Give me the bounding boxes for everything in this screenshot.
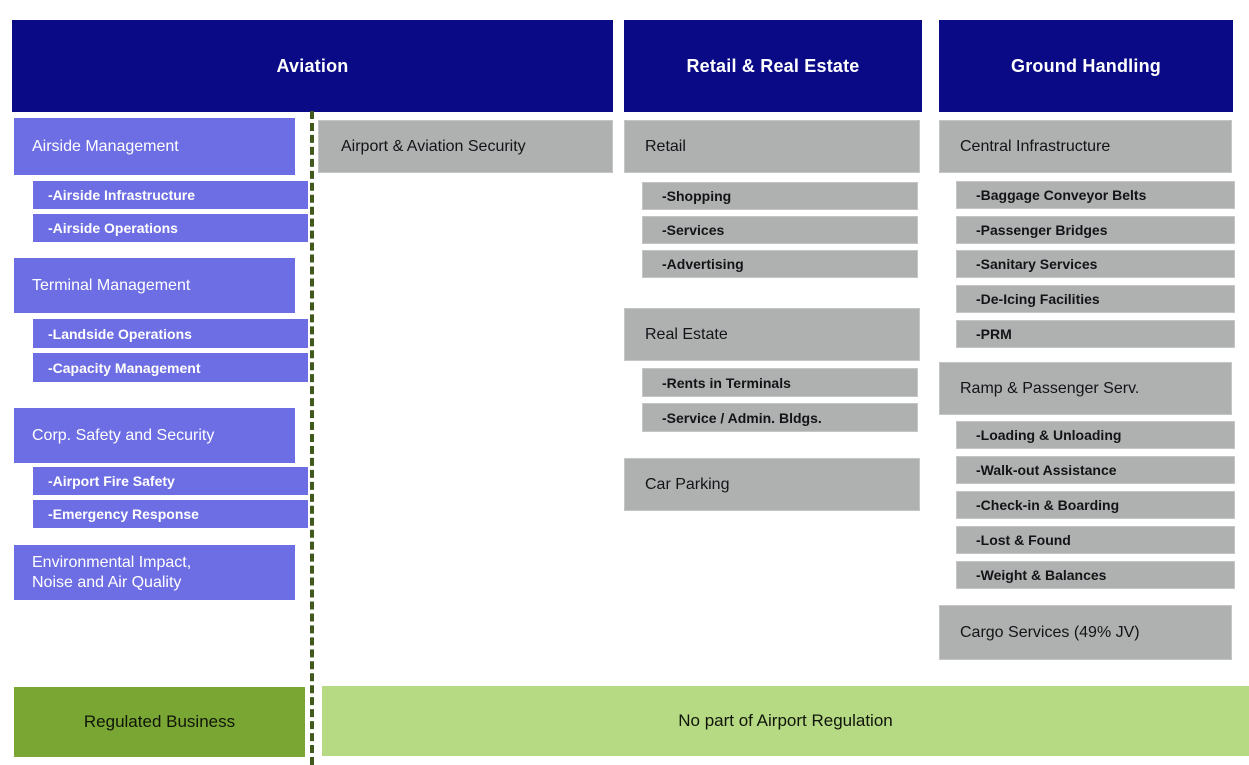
ground-handling-column: Central Infrastructure -Baggage Conveyor… xyxy=(939,120,1241,660)
sub-item-rents-in-terminals: -Rents in Terminals xyxy=(642,368,918,397)
category-box-real-estate: Real Estate xyxy=(624,308,920,361)
aviation-column-header: Aviation xyxy=(12,20,613,112)
sub-item-loading-unloading: -Loading & Unloading xyxy=(956,421,1235,449)
sub-item-service-admin-bldgs: -Service / Admin. Bldgs. xyxy=(642,403,918,432)
sub-item-emergency-response: -Emergency Response xyxy=(33,500,308,528)
sub-item-baggage-conveyor-belts: -Baggage Conveyor Belts xyxy=(956,181,1235,209)
category-box-retail: Retail xyxy=(624,120,920,173)
sub-item-check-in-boarding: -Check-in & Boarding xyxy=(956,491,1235,519)
sub-item-landside-operations: -Landside Operations xyxy=(33,319,308,348)
category-box-environmental-impact: Environmental Impact, Noise and Air Qual… xyxy=(14,545,295,600)
sub-item-advertising: -Advertising xyxy=(642,250,918,278)
ground-handling-column-header: Ground Handling xyxy=(939,20,1233,112)
sub-item-weight-balances: -Weight & Balances xyxy=(956,561,1235,589)
category-box-corp-safety-security: Corp. Safety and Security xyxy=(14,408,295,463)
category-box-car-parking: Car Parking xyxy=(624,458,920,511)
category-box-airside-management: Airside Management xyxy=(14,118,295,175)
sub-item-airport-fire-safety: -Airport Fire Safety xyxy=(33,467,308,495)
sub-item-lost-found: -Lost & Found xyxy=(956,526,1235,554)
retail-real-estate-column-header: Retail & Real Estate xyxy=(624,20,922,112)
sub-item-capacity-management: -Capacity Management xyxy=(33,353,308,382)
sub-item-shopping: -Shopping xyxy=(642,182,918,210)
sub-item-airside-infrastructure: -Airside Infrastructure xyxy=(33,181,308,209)
category-box-ramp-passenger-serv: Ramp & Passenger Serv. xyxy=(939,362,1232,415)
sub-item-de-icing-facilities: -De-Icing Facilities xyxy=(956,285,1235,313)
category-box-cargo-services: Cargo Services (49% JV) xyxy=(939,605,1232,660)
sub-item-prm: -PRM xyxy=(956,320,1235,348)
no-part-of-airport-regulation-band: No part of Airport Regulation xyxy=(322,686,1249,756)
sub-item-passenger-bridges: -Passenger Bridges xyxy=(956,216,1235,244)
sub-item-sanitary-services: -Sanitary Services xyxy=(956,250,1235,278)
aviation-regulated-column: Airside Management -Airside Infrastructu… xyxy=(12,118,312,600)
sub-item-airside-operations: -Airside Operations xyxy=(33,214,308,242)
category-box-terminal-management: Terminal Management xyxy=(14,258,295,313)
category-box-central-infrastructure: Central Infrastructure xyxy=(939,120,1232,173)
sub-item-services: -Services xyxy=(642,216,918,244)
category-box-airport-aviation-security: Airport & Aviation Security xyxy=(318,120,613,173)
sub-item-walk-out-assistance: -Walk-out Assistance xyxy=(956,456,1235,484)
regulated-business-band: Regulated Business xyxy=(14,687,305,757)
retail-real-estate-column: Retail -Shopping -Services -Advertising … xyxy=(624,120,924,511)
regulation-divider-dashed-line xyxy=(310,111,314,765)
